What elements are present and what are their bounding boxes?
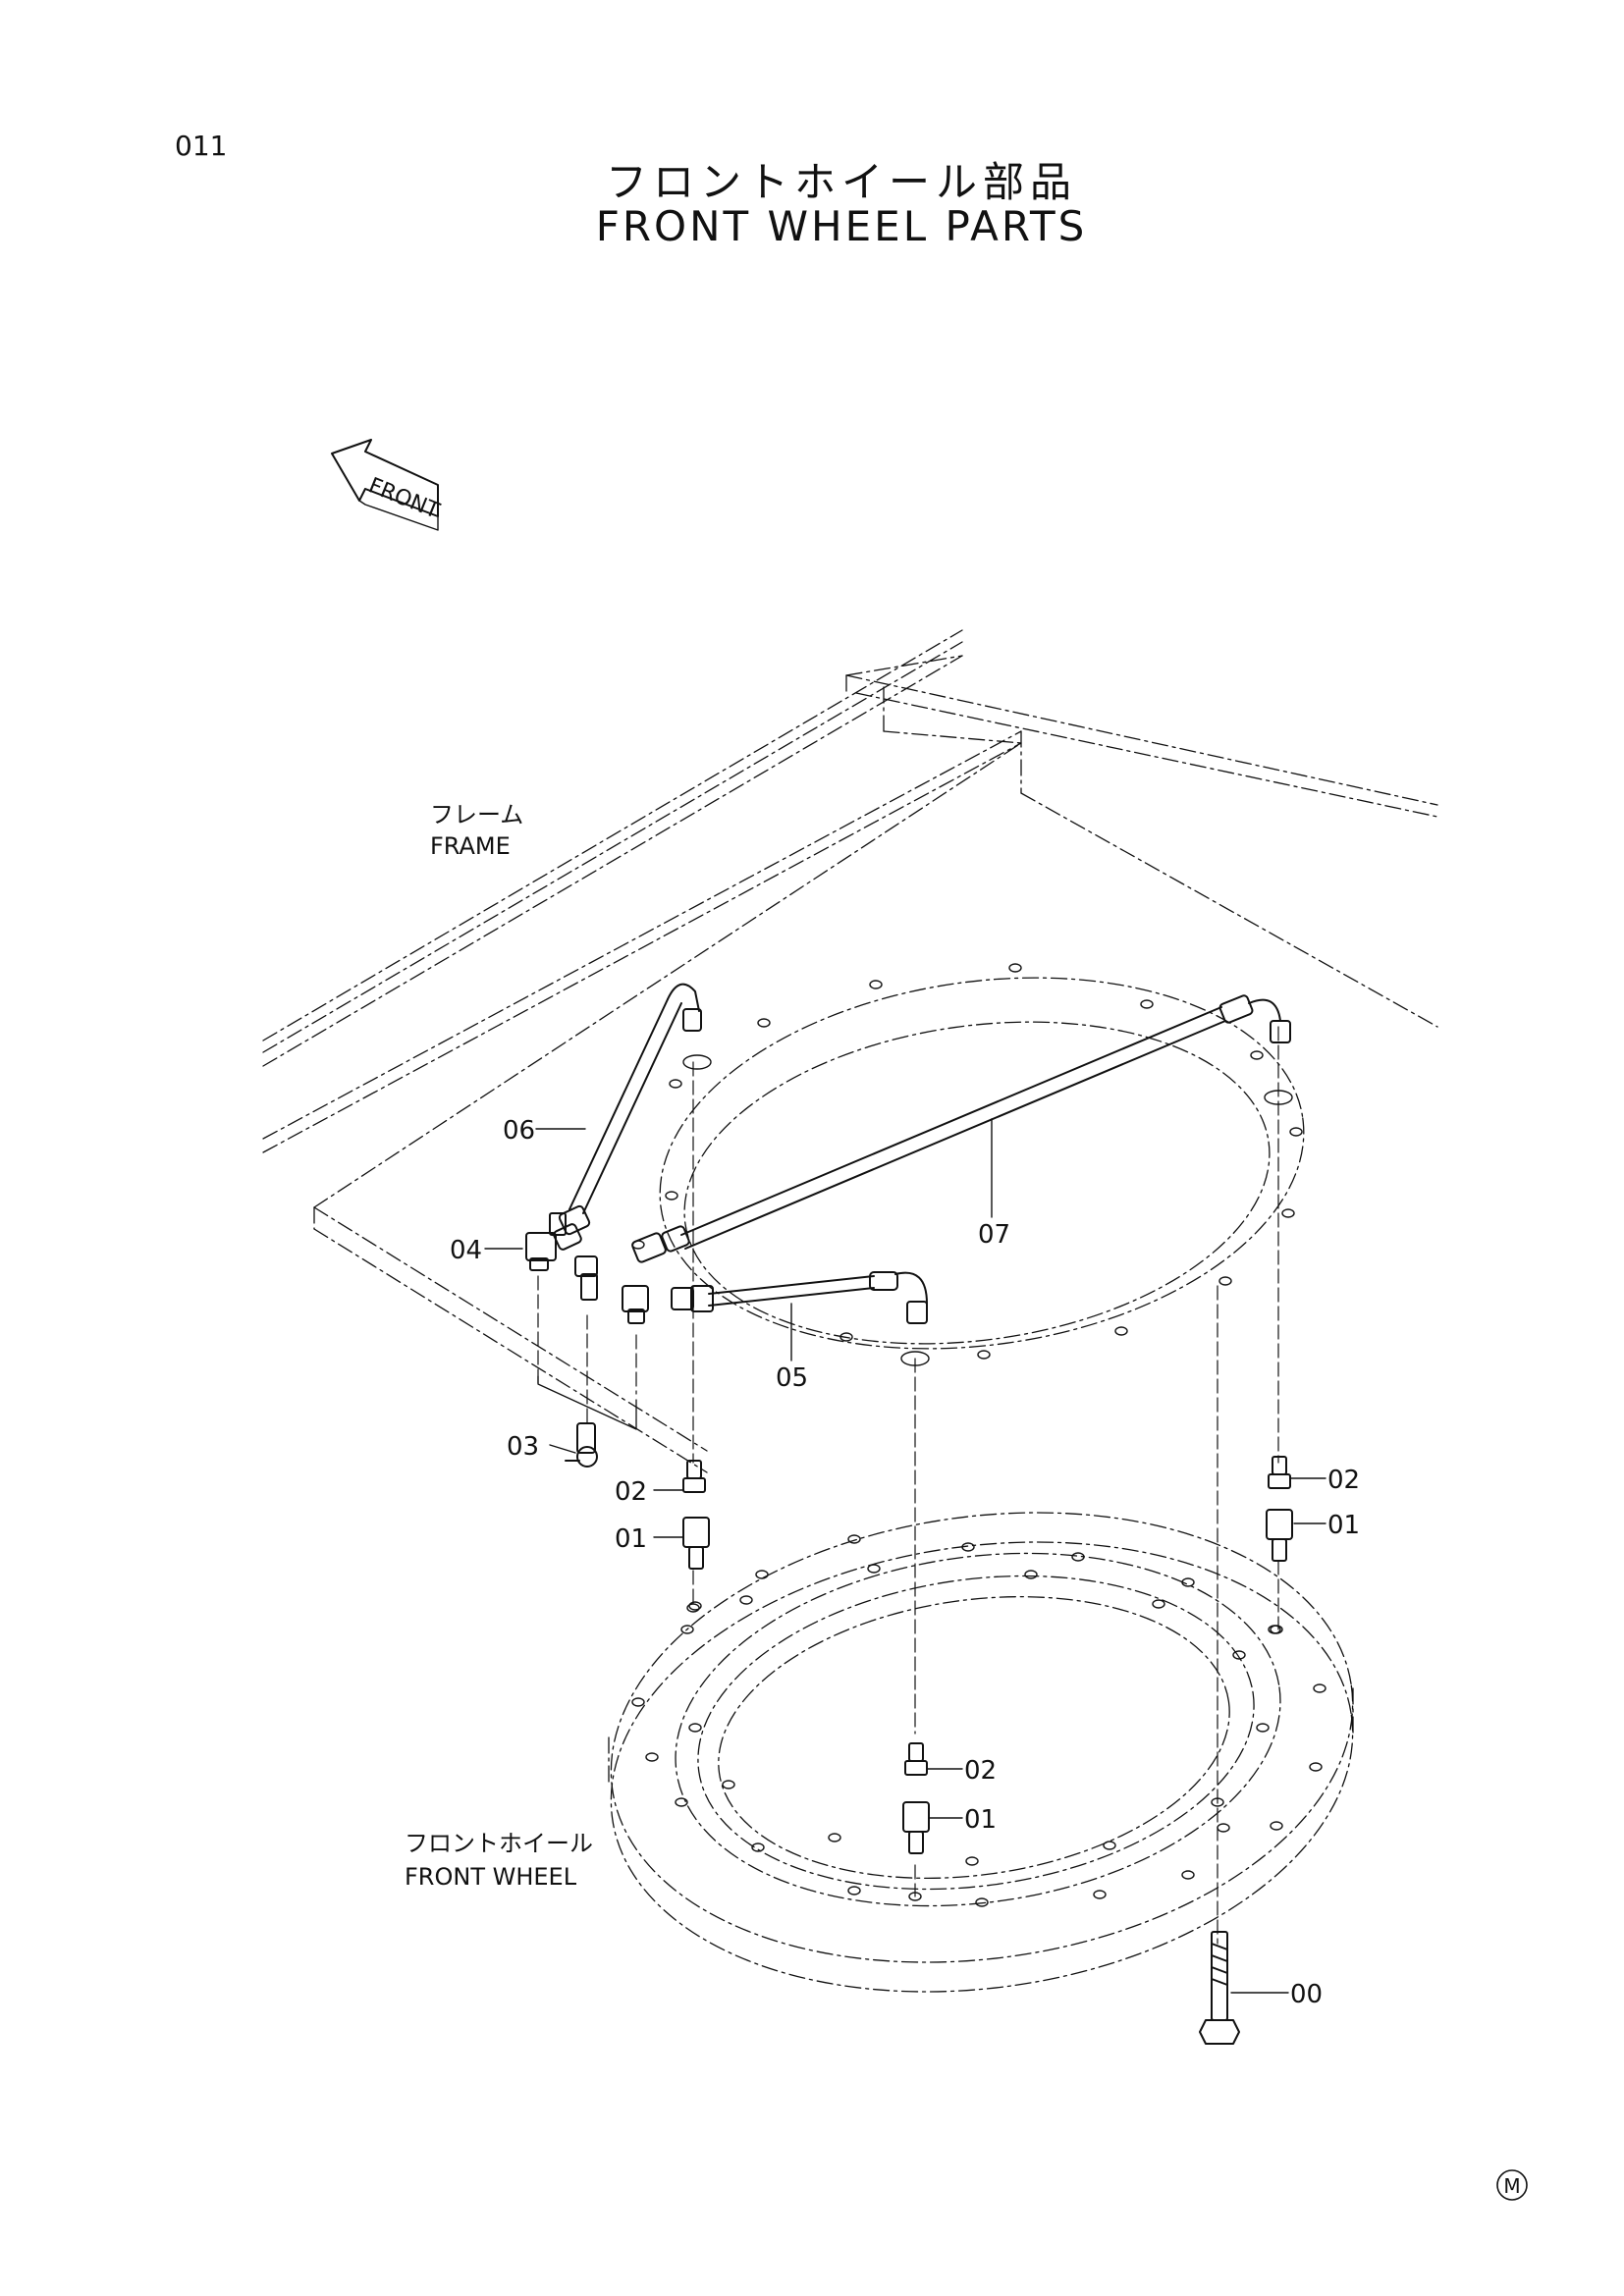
center-lines (537, 1026, 1279, 1945)
callout-03: 03 (507, 1432, 539, 1462)
callout-leaders (484, 1118, 1326, 1994)
frame-label: FRAME (430, 832, 511, 860)
frame-ring-bolt-holes (631, 963, 1303, 1366)
bracket-outline (537, 1375, 637, 1430)
hose-07 (631, 994, 1291, 1263)
adapter-01-right (1266, 1509, 1293, 1562)
callout-07: 07 (978, 1220, 1010, 1250)
callout-05: 05 (776, 1363, 808, 1393)
front-wheel-label-japanese: フロントホイール (405, 1830, 593, 1857)
callout-02: 02 (615, 1477, 647, 1507)
callout-01: 01 (615, 1524, 647, 1554)
callout-01: 01 (1327, 1511, 1360, 1540)
front-wheel-flange (608, 1512, 1354, 1993)
callout-02: 02 (964, 1756, 997, 1786)
front-wheel-bolt-holes (631, 1534, 1326, 1907)
adapter-01-left (682, 1517, 710, 1570)
callout-04: 04 (450, 1236, 482, 1265)
bolt-00 (1199, 1931, 1240, 2045)
front-wheel-label: FRONT WHEEL (405, 1863, 577, 1891)
callout-02: 02 (1327, 1466, 1360, 1495)
elbow-fitting (574, 1255, 649, 1324)
callout-01: 01 (964, 1805, 997, 1835)
hose-06 (553, 983, 702, 1251)
nipple-02-bottom (904, 1742, 928, 1776)
elbow-fitting-04 (525, 1212, 567, 1271)
callout-labels: 06 04 07 05 03 02 01 02 01 02 01 00 (450, 1116, 1360, 2009)
front-direction-arrow: FRONT (331, 439, 443, 531)
page-title-japanese: フロントホイール部品 (605, 158, 1077, 206)
page-number: 011 (175, 130, 228, 162)
footer-mark-letter: M (1503, 2174, 1520, 2198)
frame-label-japanese: フレーム (430, 801, 523, 828)
grease-nipple-03 (565, 1422, 598, 1468)
page-title: FRONT WHEEL PARTS (595, 202, 1088, 250)
nipple-02-right (1268, 1456, 1291, 1489)
hose-05 (671, 1271, 928, 1324)
footer-mark: M (1496, 2169, 1528, 2201)
callout-06: 06 (503, 1116, 535, 1146)
frame-ring (659, 977, 1305, 1350)
region-labels: フレーム FRAME フロントホイール FRONT WHEEL (405, 801, 593, 1891)
adapter-01-bottom (902, 1801, 930, 1854)
frame-outline (262, 629, 1438, 1473)
nipple-02-left (682, 1460, 706, 1493)
callout-00: 00 (1290, 1980, 1323, 2009)
